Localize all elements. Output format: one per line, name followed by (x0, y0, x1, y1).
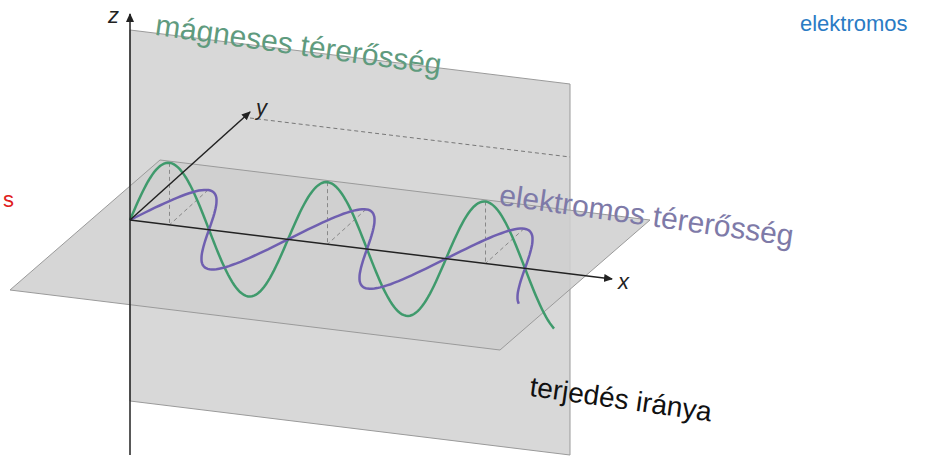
drop-line (327, 182, 328, 244)
drop-line (486, 229, 524, 264)
axis-label: y (256, 96, 267, 120)
z-axis (129, 14, 131, 455)
drop-line (170, 190, 208, 225)
fragment-label: s (3, 188, 14, 212)
guide-line (250, 118, 570, 157)
drop-line (328, 209, 366, 244)
x-axis (130, 220, 612, 279)
y-axis (130, 112, 250, 220)
electric-wave (130, 190, 533, 304)
drop-line (485, 202, 486, 264)
axis-label: x (618, 270, 629, 294)
axis-label: z (108, 4, 119, 28)
field-label: elektromos (800, 12, 908, 36)
drop-line (169, 163, 170, 225)
